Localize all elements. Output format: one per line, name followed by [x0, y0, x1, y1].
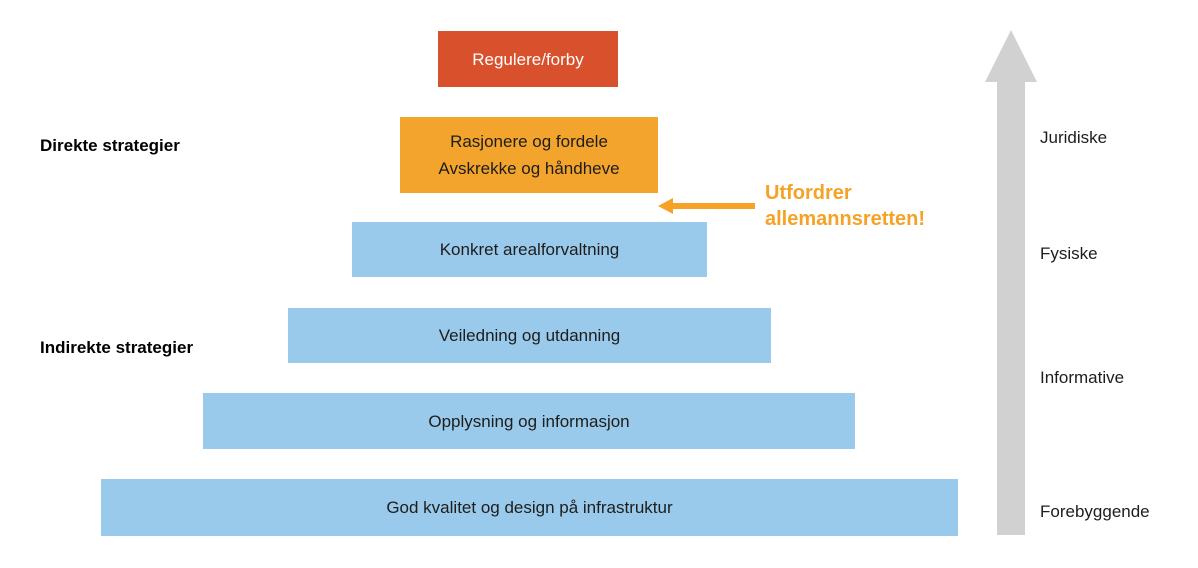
pyramid-bar-rasjonere-avskrekke: Rasjonere og fordele Avskrekke og håndhe…: [400, 117, 658, 193]
label-juridiske: Juridiske: [1040, 128, 1108, 147]
annotation-utfordrer-allemannsretten: Utfordrer allemannsretten!: [765, 180, 925, 232]
label-informative: Informative: [1040, 368, 1125, 387]
pyramid-bar-veiledning-utdanning: Veiledning og utdanning: [288, 308, 771, 363]
label-indirekte-strategier: Indirekte strategier: [40, 338, 194, 357]
bar-label-line: Avskrekke og håndheve: [438, 159, 620, 178]
label-fysiske: Fysiske: [1040, 244, 1098, 263]
bar-label: Opplysning og informasjon: [428, 411, 630, 431]
left-arrow-shaft: [672, 203, 755, 209]
bar-label: Konkret arealforvaltning: [439, 240, 620, 259]
pyramid-bar-konkret-arealforvaltning: Konkret arealforvaltning: [352, 222, 707, 277]
annotation-line-2: allemannsretten!: [765, 208, 926, 230]
pyramid-bar-kvalitet-infrastruktur: God kvalitet og design på infrastruktur: [101, 479, 958, 536]
bar-label-line: Rasjonere og fordele: [450, 132, 608, 151]
up-arrow-shaft: [997, 78, 1025, 535]
left-arrow-icon: [658, 198, 673, 214]
pyramid-bar-opplysning-informasjon: Opplysning og informasjon: [203, 393, 855, 449]
bar-label: Veiledning og utdanning: [438, 326, 621, 345]
up-arrow-icon: [985, 30, 1037, 82]
annotation-line-1: Utfordrer: [765, 182, 852, 204]
label-direkte-strategier: Direkte strategier: [40, 136, 180, 155]
pyramid-bar-regulere-forby: Regulere/forby: [438, 31, 618, 87]
label-forebyggende: Forebyggende: [1040, 502, 1150, 521]
bar-label: Regulere/forby: [472, 49, 584, 69]
bar-label: God kvalitet og design på infrastruktur: [386, 498, 673, 517]
